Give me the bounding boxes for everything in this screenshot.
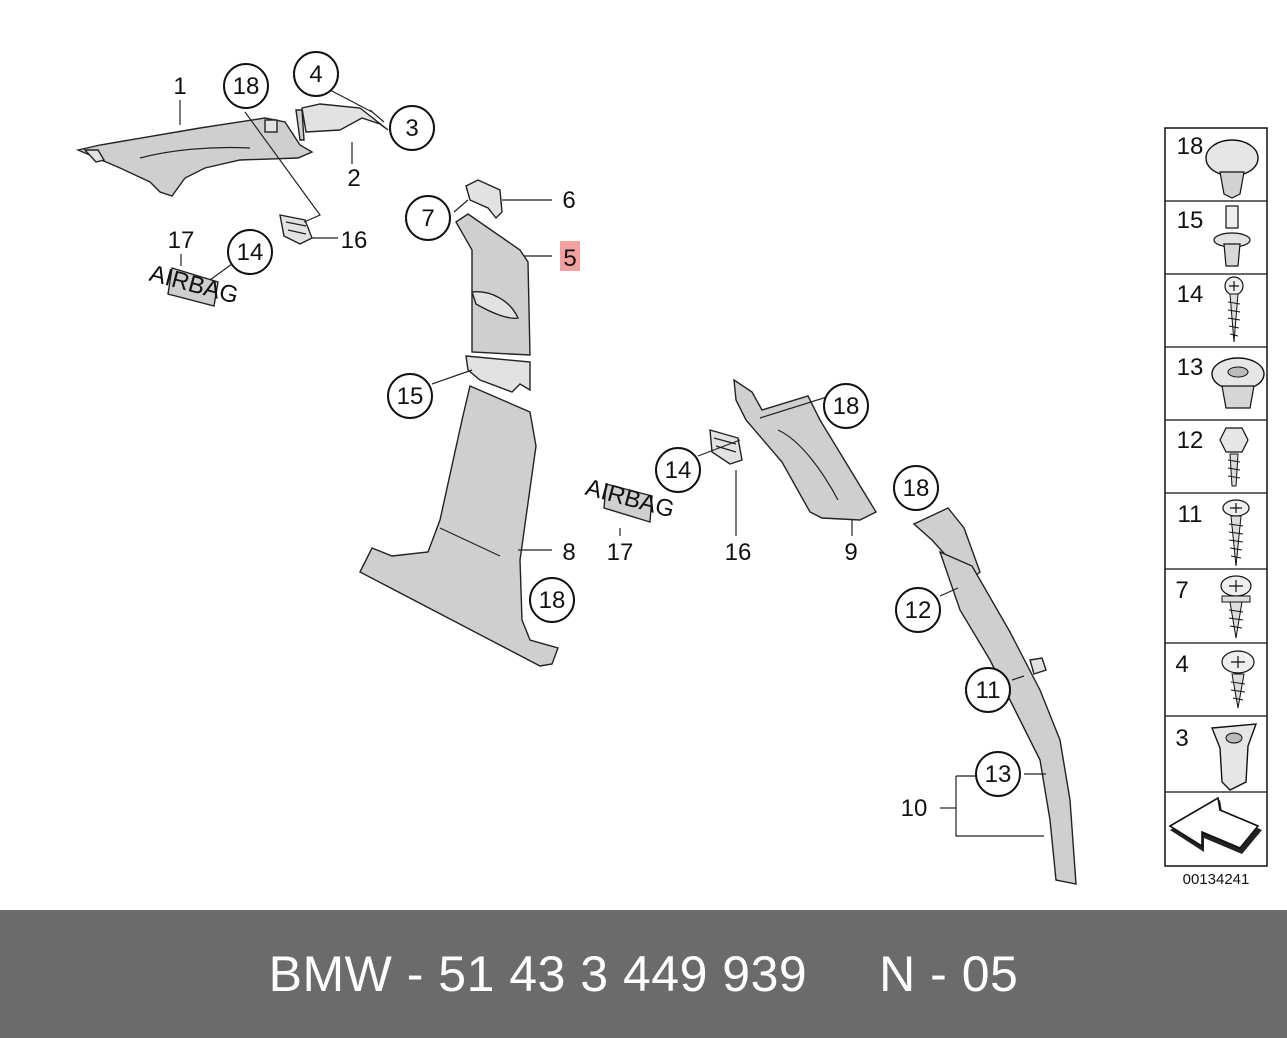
- panel-label-11: 11: [1178, 501, 1203, 528]
- svg-text:18: 18: [833, 393, 860, 420]
- expanding-rivet-icon: [1213, 205, 1251, 267]
- screw-icon: [1224, 276, 1244, 343]
- grommet-icon: [1211, 357, 1265, 409]
- label-9: 9: [844, 539, 857, 566]
- callout-13: 13: [975, 751, 1021, 797]
- callout-18-c: 18: [823, 383, 869, 429]
- callout-14-mid: 14: [655, 447, 701, 493]
- label-16-mid: 16: [725, 539, 752, 566]
- callout-18-right: 18: [893, 465, 939, 511]
- svg-text:18: 18: [539, 587, 566, 614]
- callout-18-top: 18: [223, 63, 269, 109]
- callout-12: 12: [895, 587, 941, 633]
- footer-bar: BMW - 51 43 3 449 939 N - 05: [0, 910, 1287, 1038]
- svg-text:7: 7: [421, 205, 434, 232]
- pan-screw-icon: [1221, 650, 1255, 709]
- svg-text:18: 18: [233, 73, 260, 100]
- label-6: 6: [562, 187, 575, 214]
- screw-icon-2: [1222, 499, 1250, 567]
- parts-diagram: AIRBAG AIRBAG: [75, 51, 1268, 888]
- part-16-clip-mid: [709, 429, 743, 465]
- svg-text:18: 18: [903, 475, 930, 502]
- part-1-a-pillar-trim: [75, 117, 314, 197]
- svg-text:14: 14: [665, 457, 692, 484]
- speed-nut-icon: [1211, 723, 1258, 791]
- part-5-b-pillar-upper-trim: [455, 213, 531, 393]
- panel-label-3: 3: [1175, 725, 1188, 752]
- panel-label-12: 12: [1177, 427, 1204, 454]
- svg-text:3: 3: [405, 115, 418, 142]
- hex-bolt-icon: [1219, 427, 1249, 487]
- callout-7: 7: [405, 195, 451, 241]
- panel-label-18: 18: [1177, 133, 1204, 160]
- label-5-highlight: [560, 241, 580, 271]
- panel-label-15: 15: [1177, 207, 1204, 234]
- part-10-d-pillar-trim: [938, 550, 1077, 885]
- panel-label-13: 13: [1177, 354, 1204, 381]
- part-6-bracket: [465, 179, 503, 220]
- svg-text:14: 14: [237, 239, 264, 266]
- svg-text:13: 13: [985, 761, 1012, 788]
- part-8-b-pillar-lower-trim: [359, 385, 559, 667]
- callout-15: 15: [387, 373, 433, 419]
- panel-label-4: 4: [1175, 651, 1188, 678]
- part-16-clip-top: [279, 214, 313, 245]
- callout-11: 11: [965, 667, 1011, 713]
- callout-18-mid: 18: [529, 577, 575, 623]
- svg-text:4: 4: [309, 61, 322, 88]
- label-17-top: 17: [168, 227, 195, 254]
- callout-14-top: 14: [227, 229, 273, 275]
- label-10: 10: [901, 795, 928, 822]
- svg-text:11: 11: [976, 677, 1001, 704]
- part-number-text: BMW - 51 43 3 449 939 N - 05: [268, 946, 1019, 1002]
- label-16-top: 16: [341, 227, 368, 254]
- label-1: 1: [173, 73, 186, 100]
- svg-text:15: 15: [397, 383, 424, 410]
- label-8: 8: [562, 539, 575, 566]
- push-rivet-icon: [1205, 139, 1259, 199]
- callout-4: 4: [293, 51, 339, 97]
- svg-text:12: 12: [905, 597, 932, 624]
- panel-label-7: 7: [1175, 577, 1188, 604]
- part-2-trim-piece: [295, 103, 389, 141]
- catalog-number: 00134241: [1183, 871, 1250, 888]
- flange-screw-icon: [1220, 575, 1252, 639]
- label-5: 5: [563, 245, 576, 272]
- label-2: 2: [347, 165, 360, 192]
- panel-label-14: 14: [1177, 281, 1204, 308]
- callout-3: 3: [389, 105, 435, 151]
- label-17-mid: 17: [607, 539, 634, 566]
- direction-arrow-icon: [1168, 796, 1262, 854]
- fastener-panel: 18 15 14 13 12: [1164, 127, 1268, 867]
